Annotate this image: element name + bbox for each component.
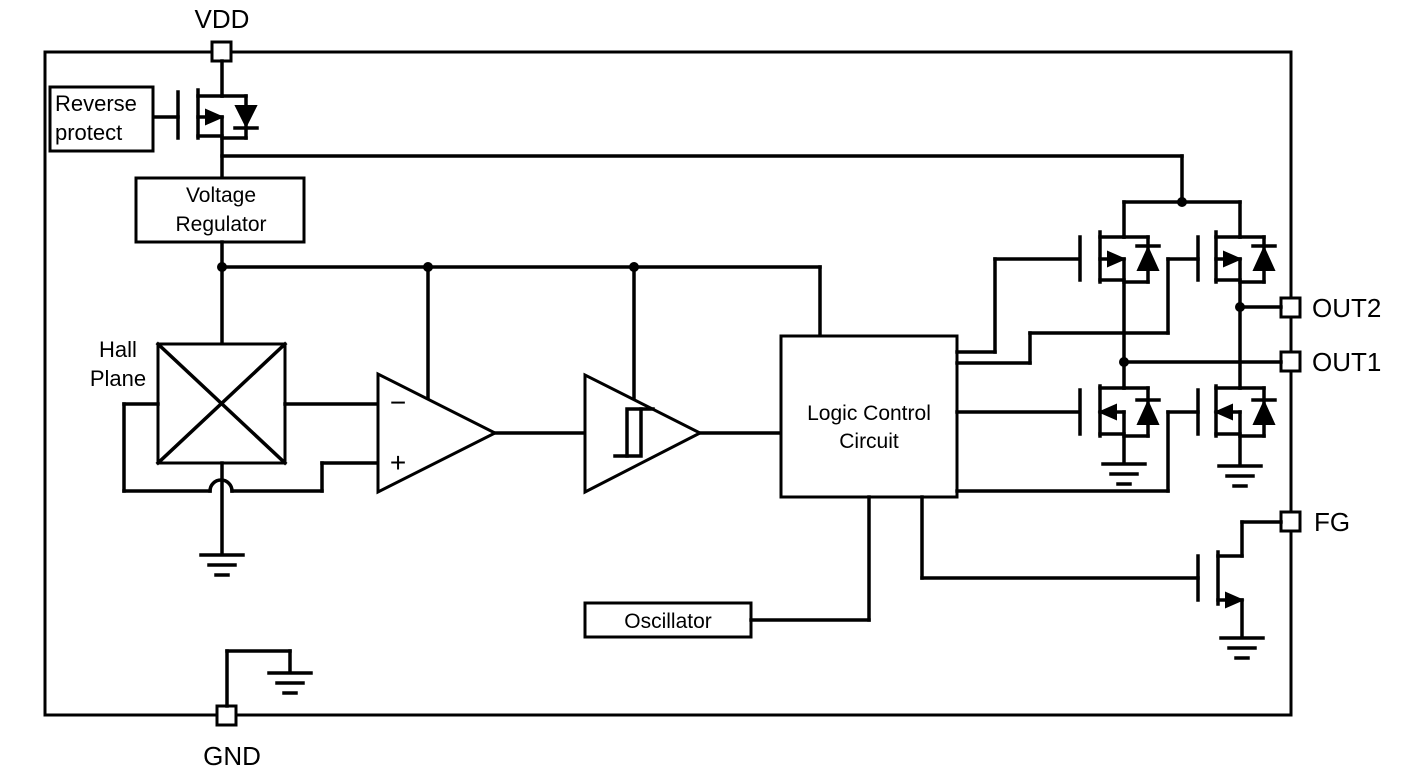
pin-gnd: GND xyxy=(203,704,261,771)
voltage-regulator-line1: Voltage xyxy=(186,184,256,207)
ground-symbol-gnd-pin xyxy=(267,671,313,695)
pin-out2: OUT2 xyxy=(1279,293,1381,323)
pin-fg-label: FG xyxy=(1314,507,1350,537)
mosfet-fg-output xyxy=(1196,520,1283,638)
pin-gnd-label: GND xyxy=(203,741,261,771)
ground-symbol-bridge-left xyxy=(1101,462,1147,486)
amplifier-plus: + xyxy=(390,447,406,478)
pin-vdd-label: VDD xyxy=(195,4,250,34)
hall-plane-line1: Hall xyxy=(99,337,137,362)
mosfet-low-side-left xyxy=(1078,384,1161,464)
logic-control-line2: Circuit xyxy=(839,430,899,453)
pin-out2-label: OUT2 xyxy=(1312,293,1381,323)
voltage-regulator-line2: Regulator xyxy=(175,213,266,236)
pin-out1: OUT1 xyxy=(1279,347,1381,377)
reverse-protect-block: Reverse protect xyxy=(48,85,155,153)
amplifier: − + xyxy=(376,371,499,495)
schmitt-trigger xyxy=(583,372,704,495)
oscillator-block: Oscillator xyxy=(583,601,753,639)
reverse-protect-line2: protect xyxy=(55,120,122,145)
pin-fg: FG xyxy=(1279,507,1350,537)
ground-symbol-bridge-right xyxy=(1217,464,1263,488)
reverse-protect-mosfet xyxy=(151,59,259,180)
logic-control-block: Logic Control Circuit xyxy=(779,334,959,499)
reverse-protect-line1: Reverse xyxy=(55,91,137,116)
hall-plane-line2: Plane xyxy=(90,366,146,391)
voltage-regulator-block: Voltage Regulator xyxy=(134,176,306,244)
logic-control-line1: Logic Control xyxy=(807,402,931,425)
hall-plane-element xyxy=(155,341,288,466)
chip-outline xyxy=(43,50,1293,717)
ground-symbol-fg xyxy=(1219,636,1265,660)
ground-symbol-hall xyxy=(199,553,245,577)
pin-out1-label: OUT1 xyxy=(1312,347,1381,377)
mosfet-high-side-right xyxy=(1196,200,1277,390)
oscillator-label: Oscillator xyxy=(624,610,712,633)
amplifier-minus: − xyxy=(390,387,406,418)
mosfet-high-side-left xyxy=(1078,200,1161,390)
pin-vdd: VDD xyxy=(195,4,250,63)
mosfet-low-side-right xyxy=(1196,384,1277,466)
